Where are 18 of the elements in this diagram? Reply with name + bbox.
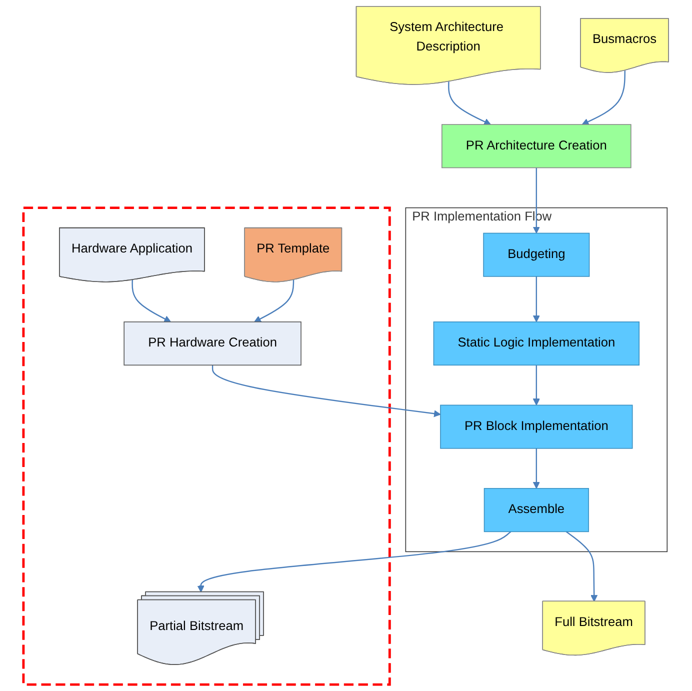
- arrow: [532, 448, 540, 489]
- cluster: [22, 206, 391, 686]
- node-box: PR Block Implementation: [440, 404, 633, 449]
- arrow: [448, 82, 491, 125]
- node-box: PR Hardware Creation: [124, 321, 302, 366]
- arrow: [532, 365, 540, 406]
- node-box: Assemble: [484, 488, 589, 532]
- node-box: PR Architecture Creation: [442, 124, 632, 168]
- arrow: [582, 70, 626, 125]
- arrow: [532, 276, 540, 322]
- arrow: [566, 531, 598, 602]
- node-box: Budgeting: [483, 232, 590, 277]
- arrow: [212, 365, 441, 418]
- arrow: [254, 280, 294, 322]
- arrow: [132, 280, 172, 322]
- node-box: Static Logic Implementation: [433, 321, 640, 366]
- arrow: [532, 168, 540, 234]
- arrow: [197, 531, 512, 592]
